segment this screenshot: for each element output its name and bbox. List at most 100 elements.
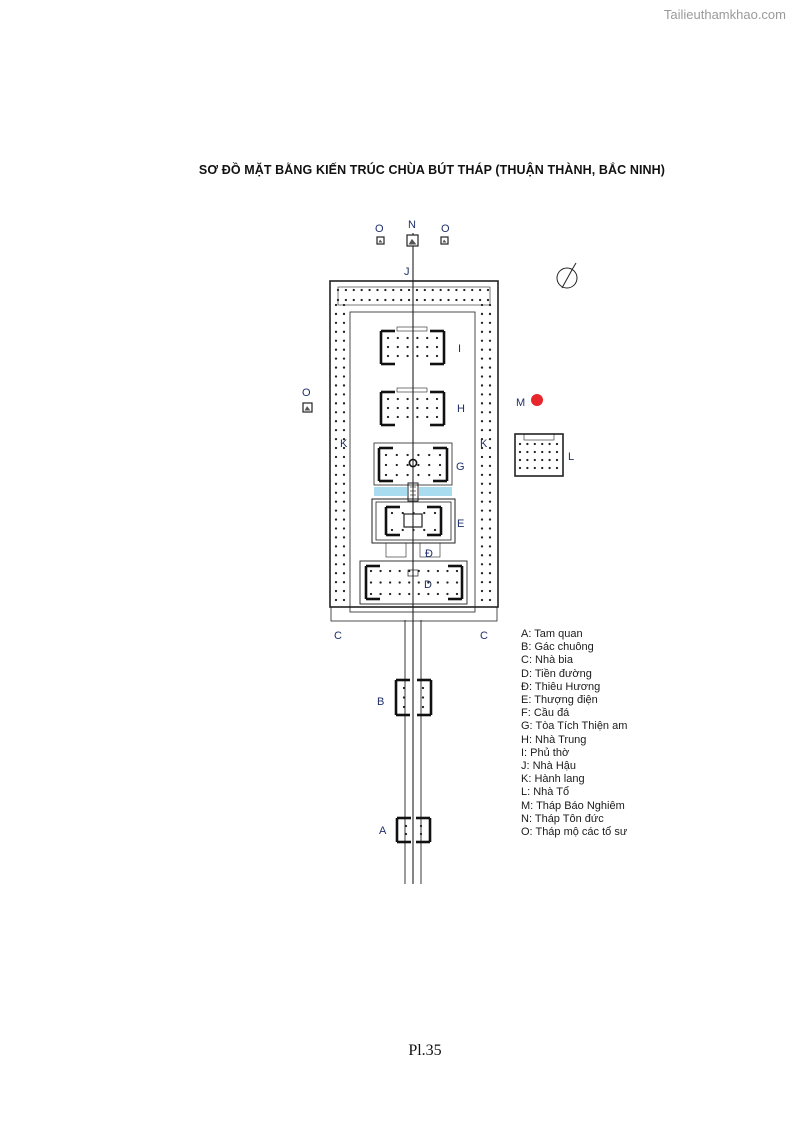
column-dot (480, 482, 484, 485)
column-dot (423, 298, 426, 302)
column-dot (336, 298, 340, 302)
column-dot (376, 298, 379, 302)
column-dot (488, 420, 492, 423)
column-dot (369, 592, 373, 596)
column-dot (480, 491, 484, 494)
column-dot (480, 598, 484, 602)
column-dot (404, 824, 408, 828)
column-dot (436, 569, 440, 573)
column-dot (423, 288, 426, 292)
legend-item: B: Gác chuông (521, 641, 594, 654)
column-dot (446, 581, 449, 584)
column-dot (428, 453, 431, 457)
column-dot (455, 581, 459, 584)
column-dot (480, 420, 484, 423)
column-dot (488, 330, 492, 333)
column-dot (435, 397, 439, 401)
compass-icon (556, 267, 578, 289)
hall-A (395, 816, 432, 844)
column-dot (488, 518, 492, 521)
legend-item: L: Nhà Tổ (521, 786, 570, 799)
column-dot (480, 572, 484, 575)
legend-item: A: Tam quan (521, 628, 583, 640)
column-dot (480, 384, 484, 387)
column-dot (471, 298, 474, 302)
column-dot (488, 563, 492, 566)
column-dot (480, 580, 484, 584)
column-dot (342, 429, 346, 432)
column-dot (386, 397, 390, 401)
column-dot (360, 288, 363, 292)
column-dot (488, 393, 492, 396)
column-dot (480, 500, 484, 503)
column-dot (406, 453, 409, 457)
steps-left (385, 542, 407, 558)
hall-E (384, 505, 443, 537)
column-dot (342, 572, 346, 575)
column-dot (344, 298, 348, 302)
column-dot (555, 450, 559, 454)
column-dot (388, 592, 392, 596)
column-dot (342, 598, 346, 602)
legend-item: N: Tháp Tôn đức (521, 812, 604, 825)
page-number: Pl.35 (408, 1042, 442, 1059)
legend-item: D: Tiền đường (521, 667, 592, 680)
column-dot (478, 298, 482, 302)
compass-needle (561, 267, 574, 289)
pond-left (374, 487, 407, 496)
column-dot (435, 406, 439, 410)
outer-wall (329, 280, 499, 608)
column-dot (436, 581, 440, 584)
column-dot (407, 298, 411, 302)
hall-E-terrace-outer (371, 498, 456, 544)
column-dot (396, 345, 399, 349)
column-dot (480, 437, 484, 441)
column-dot (433, 528, 437, 532)
tower-O-left (376, 236, 385, 245)
column-dot (360, 298, 363, 302)
column-dot (439, 298, 442, 302)
column-dot (518, 450, 522, 454)
column-dot (455, 569, 459, 573)
column-dot (426, 336, 429, 340)
column-dot (541, 450, 544, 454)
stupa-icon (378, 239, 383, 243)
column-dot (427, 592, 430, 596)
column-dot (486, 288, 490, 292)
column-dot (488, 589, 492, 593)
column-dot (480, 366, 484, 369)
column-dot (342, 303, 346, 307)
column-dot (379, 592, 382, 596)
column-dot (376, 288, 379, 292)
column-dot (334, 500, 338, 503)
column-dot (384, 453, 388, 457)
column-dot (439, 288, 442, 292)
column-dot (488, 464, 492, 468)
column-dot (488, 580, 492, 584)
column-dot (334, 348, 338, 351)
column-dot (480, 339, 484, 342)
column-dot (415, 298, 419, 302)
column-dot (412, 511, 415, 515)
column-dot (334, 455, 338, 459)
column-dot (404, 832, 408, 836)
column-dot (334, 491, 338, 494)
column-dot (488, 500, 492, 503)
column-dot (396, 397, 399, 401)
column-dot (417, 581, 420, 584)
column-dot (555, 458, 559, 462)
column-dot (334, 482, 338, 485)
column-dot (408, 569, 411, 573)
column-dot (334, 411, 338, 414)
column-dot (368, 288, 371, 292)
column-dot (342, 393, 346, 396)
label-G: G (456, 461, 465, 473)
column-dot (455, 298, 458, 302)
label-L: L (568, 451, 574, 463)
column-dot (416, 336, 419, 340)
column-dot (416, 354, 419, 358)
hall-D-altar (407, 569, 419, 577)
column-dot (486, 298, 490, 302)
column-dot (488, 366, 492, 369)
column-dot (480, 455, 484, 459)
